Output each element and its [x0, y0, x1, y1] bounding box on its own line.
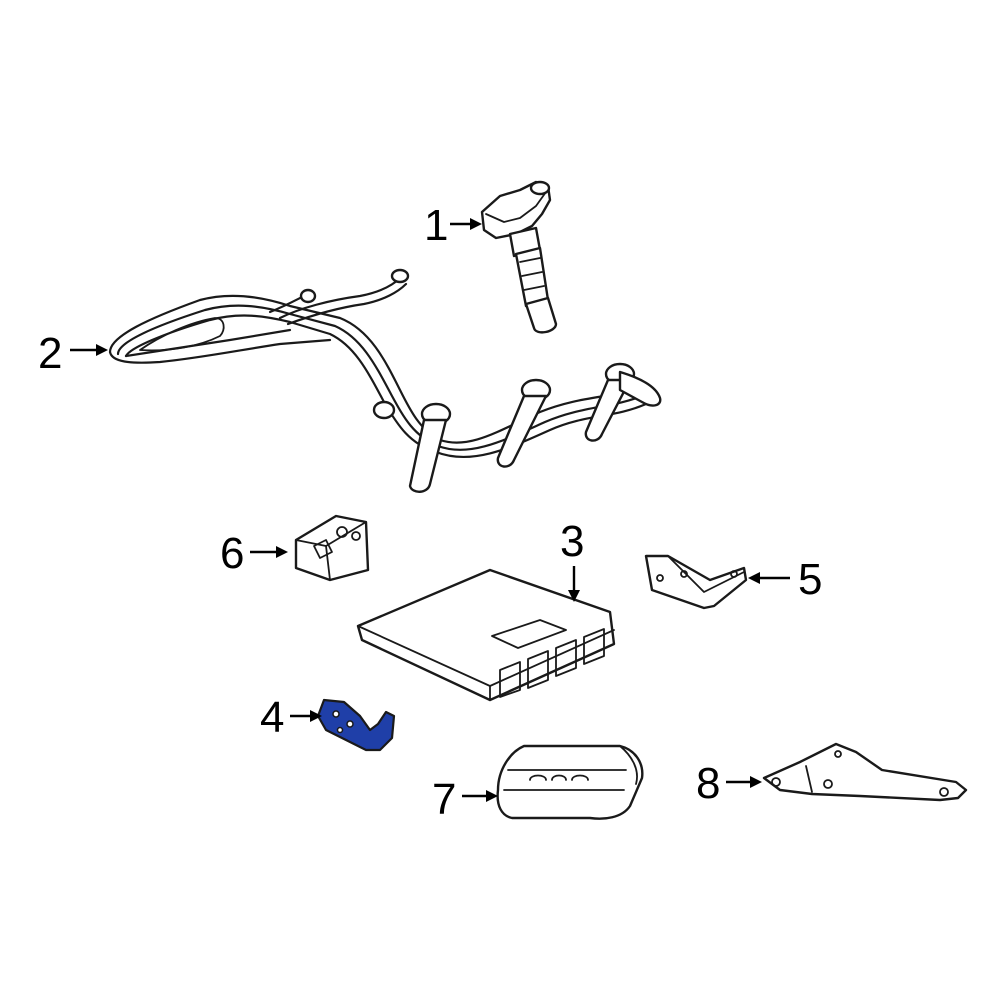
callout-arrow-7	[462, 790, 498, 802]
plate-8-part[interactable]	[762, 742, 968, 802]
bracket-5-part[interactable]	[644, 554, 748, 610]
callout-arrow-5	[748, 572, 790, 584]
bracket-fill	[316, 698, 396, 752]
callout-arrow-6	[250, 546, 288, 558]
callout-7[interactable]: 7	[432, 775, 456, 824]
callout-5[interactable]: 5	[798, 555, 822, 604]
callout-arrow-3	[568, 566, 580, 602]
engine-control-module-part[interactable]	[356, 568, 616, 702]
callout-8[interactable]: 8	[696, 759, 720, 808]
callout-6[interactable]: 6	[220, 529, 244, 578]
ignition-coil-part[interactable]	[480, 180, 558, 334]
module-7-part[interactable]	[496, 744, 644, 820]
callout-3[interactable]: 3	[560, 517, 584, 566]
callout-arrow-4	[290, 710, 322, 722]
callout-arrow-1	[450, 218, 482, 230]
spark-plug-wire-set-part[interactable]	[108, 268, 662, 493]
callout-2[interactable]: 2	[38, 329, 62, 378]
callout-1[interactable]: 1	[424, 201, 448, 250]
bracket-6-part[interactable]	[294, 514, 370, 582]
bracket-part-highlighted[interactable]	[316, 698, 396, 752]
callout-4[interactable]: 4	[260, 693, 284, 742]
callout-arrow-8	[726, 776, 762, 788]
callout-arrow-2	[70, 344, 108, 356]
